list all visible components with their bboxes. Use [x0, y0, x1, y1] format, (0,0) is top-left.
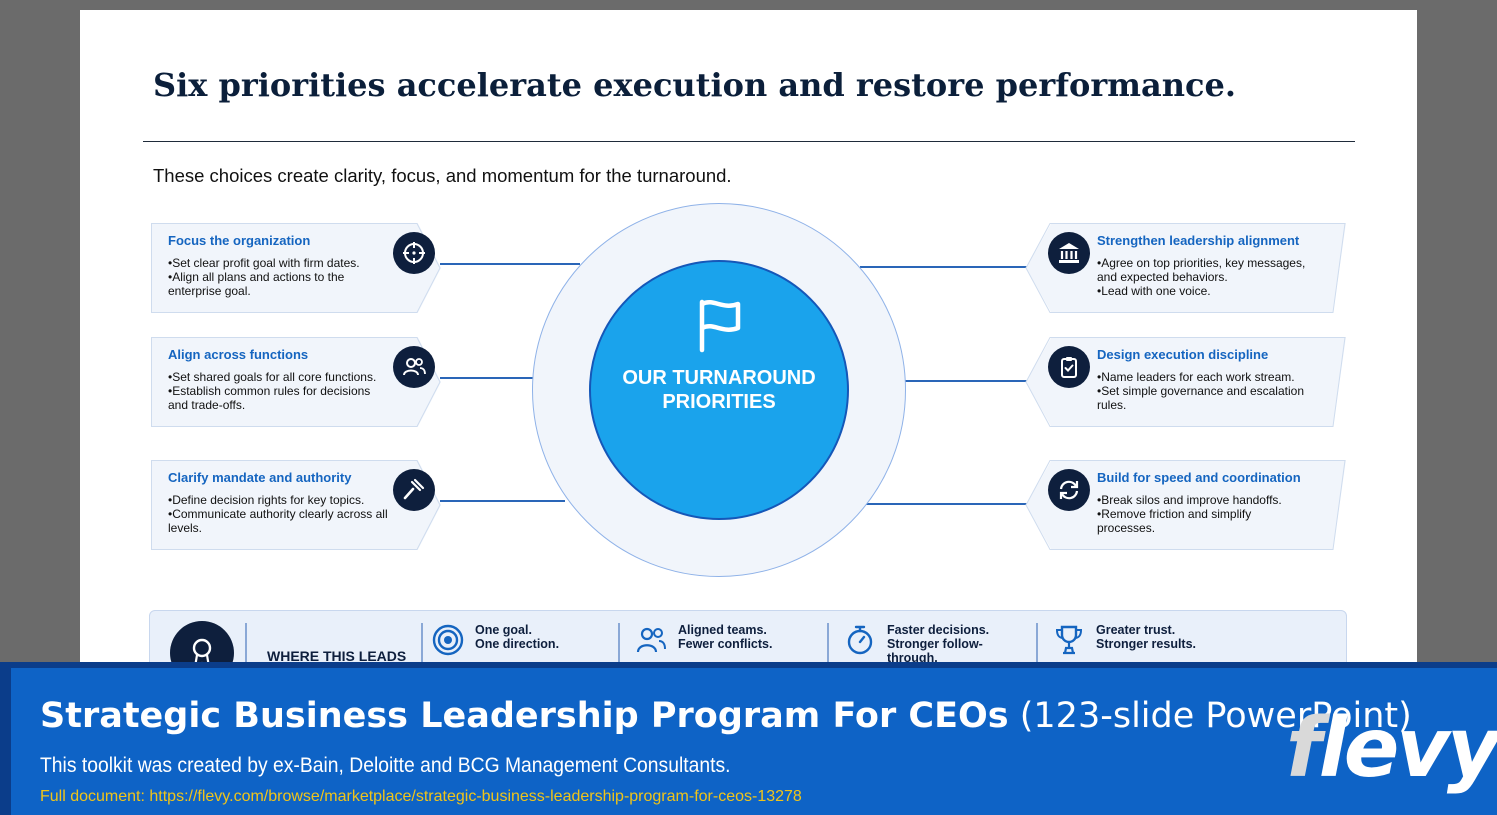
bullet: •Set shared goals for all core functions…	[168, 370, 377, 384]
full-document-link[interactable]: Full document: https://flevy.com/browse/…	[40, 788, 802, 805]
bullet: •Lead with one voice.	[1097, 284, 1211, 298]
center-circle: OUR TURNAROUND PRIORITIES	[589, 260, 849, 520]
sync-icon	[1048, 469, 1090, 511]
outcome-text: Greater trust. Stronger results.	[1096, 623, 1197, 651]
outcome-text: Aligned teams. Fewer conflicts.	[678, 623, 773, 651]
card-body: •Set clear profit goal with firm dates. …	[168, 256, 388, 298]
card-body: •Agree on top priorities, key messages, …	[1097, 256, 1323, 298]
outcome-item: Greater trust. Stronger results.	[1052, 623, 1226, 657]
divider	[618, 623, 620, 673]
stopwatch-icon	[847, 625, 873, 655]
center-label: OUR TURNAROUND PRIORITIES	[622, 367, 816, 413]
card-title: Design execution discipline	[1097, 347, 1269, 362]
connector-line	[865, 503, 1028, 505]
toolkit-description: This toolkit was created by ex-Bain, Del…	[40, 754, 731, 777]
institution-icon	[1048, 232, 1090, 274]
clipboard-check-icon	[1048, 346, 1090, 388]
promo-footer-panel: Strategic Business Leadership Program Fo…	[11, 668, 1497, 815]
connector-line	[440, 377, 533, 379]
people-icon	[393, 346, 435, 388]
card-body: •Break silos and improve handoffs. •Remo…	[1097, 493, 1297, 535]
slide: Six priorities accelerate execution and …	[80, 10, 1417, 690]
card-title: Build for speed and coordination	[1097, 470, 1301, 485]
bullet: •Communicate authority clearly across al…	[168, 507, 388, 535]
card-title: Clarify mandate and authority	[168, 470, 352, 485]
bullet: •Align all plans and actions to the ente…	[168, 270, 345, 298]
bullet: •Break silos and improve handoffs.	[1097, 493, 1282, 507]
where-this-leads-label: WHERE THIS LEADS	[267, 648, 407, 664]
card-title: Focus the organization	[168, 233, 311, 248]
card-body: •Define decision rights for key topics. …	[168, 493, 390, 535]
team-icon	[636, 627, 666, 653]
connector-line	[904, 380, 1028, 382]
bullet: •Set simple governance and escalation ru…	[1097, 384, 1304, 412]
bullet: •Agree on top priorities, key messages, …	[1097, 256, 1306, 284]
connector-line	[860, 266, 1028, 268]
outcome-text: One goal. One direction.	[475, 623, 560, 651]
gavel-icon	[393, 469, 435, 511]
bullet: •Establish common rules for decisions an…	[168, 384, 371, 412]
outcome-item: One goal. One direction.	[431, 623, 585, 657]
document-title-bold: Strategic Business Leadership Program Fo…	[40, 696, 1009, 736]
crosshair-icon	[393, 232, 435, 274]
connector-line	[440, 263, 580, 265]
card-body: •Name leaders for each work stream. •Set…	[1097, 370, 1323, 412]
bullet: •Remove friction and simplify processes.	[1097, 507, 1252, 535]
divider	[421, 623, 423, 673]
outcome-item: Faster decisions. Stronger follow-throug…	[843, 623, 1002, 665]
card-body: •Set shared goals for all core functions…	[168, 370, 390, 412]
outcome-item: Aligned teams. Fewer conflicts.	[634, 623, 798, 657]
document-title-slide-count: (123-slide PowerPoint)	[1019, 696, 1412, 736]
flevy-logo[interactable]: flevy	[1286, 701, 1497, 796]
divider	[245, 623, 247, 673]
card-title: Align across functions	[168, 347, 309, 362]
document-title: Strategic Business Leadership Program Fo…	[40, 696, 1412, 736]
title-divider	[143, 141, 1355, 142]
bullet: •Set clear profit goal with firm dates.	[168, 256, 360, 270]
connector-line	[440, 500, 565, 502]
promo-footer: Strategic Business Leadership Program Fo…	[0, 662, 1497, 815]
flag-icon	[699, 299, 741, 353]
slide-subtitle: These choices create clarity, focus, and…	[153, 165, 732, 186]
trophy-icon	[1055, 625, 1083, 655]
outcome-text: Faster decisions. Stronger follow-throug…	[887, 623, 990, 665]
bullet: •Name leaders for each work stream.	[1097, 370, 1295, 384]
divider	[827, 623, 829, 673]
card-title: Strengthen leadership alignment	[1097, 233, 1300, 248]
bullet: •Define decision rights for key topics.	[168, 493, 365, 507]
divider	[1036, 623, 1038, 673]
target-icon	[432, 624, 464, 656]
slide-title: Six priorities accelerate execution and …	[153, 66, 1237, 104]
